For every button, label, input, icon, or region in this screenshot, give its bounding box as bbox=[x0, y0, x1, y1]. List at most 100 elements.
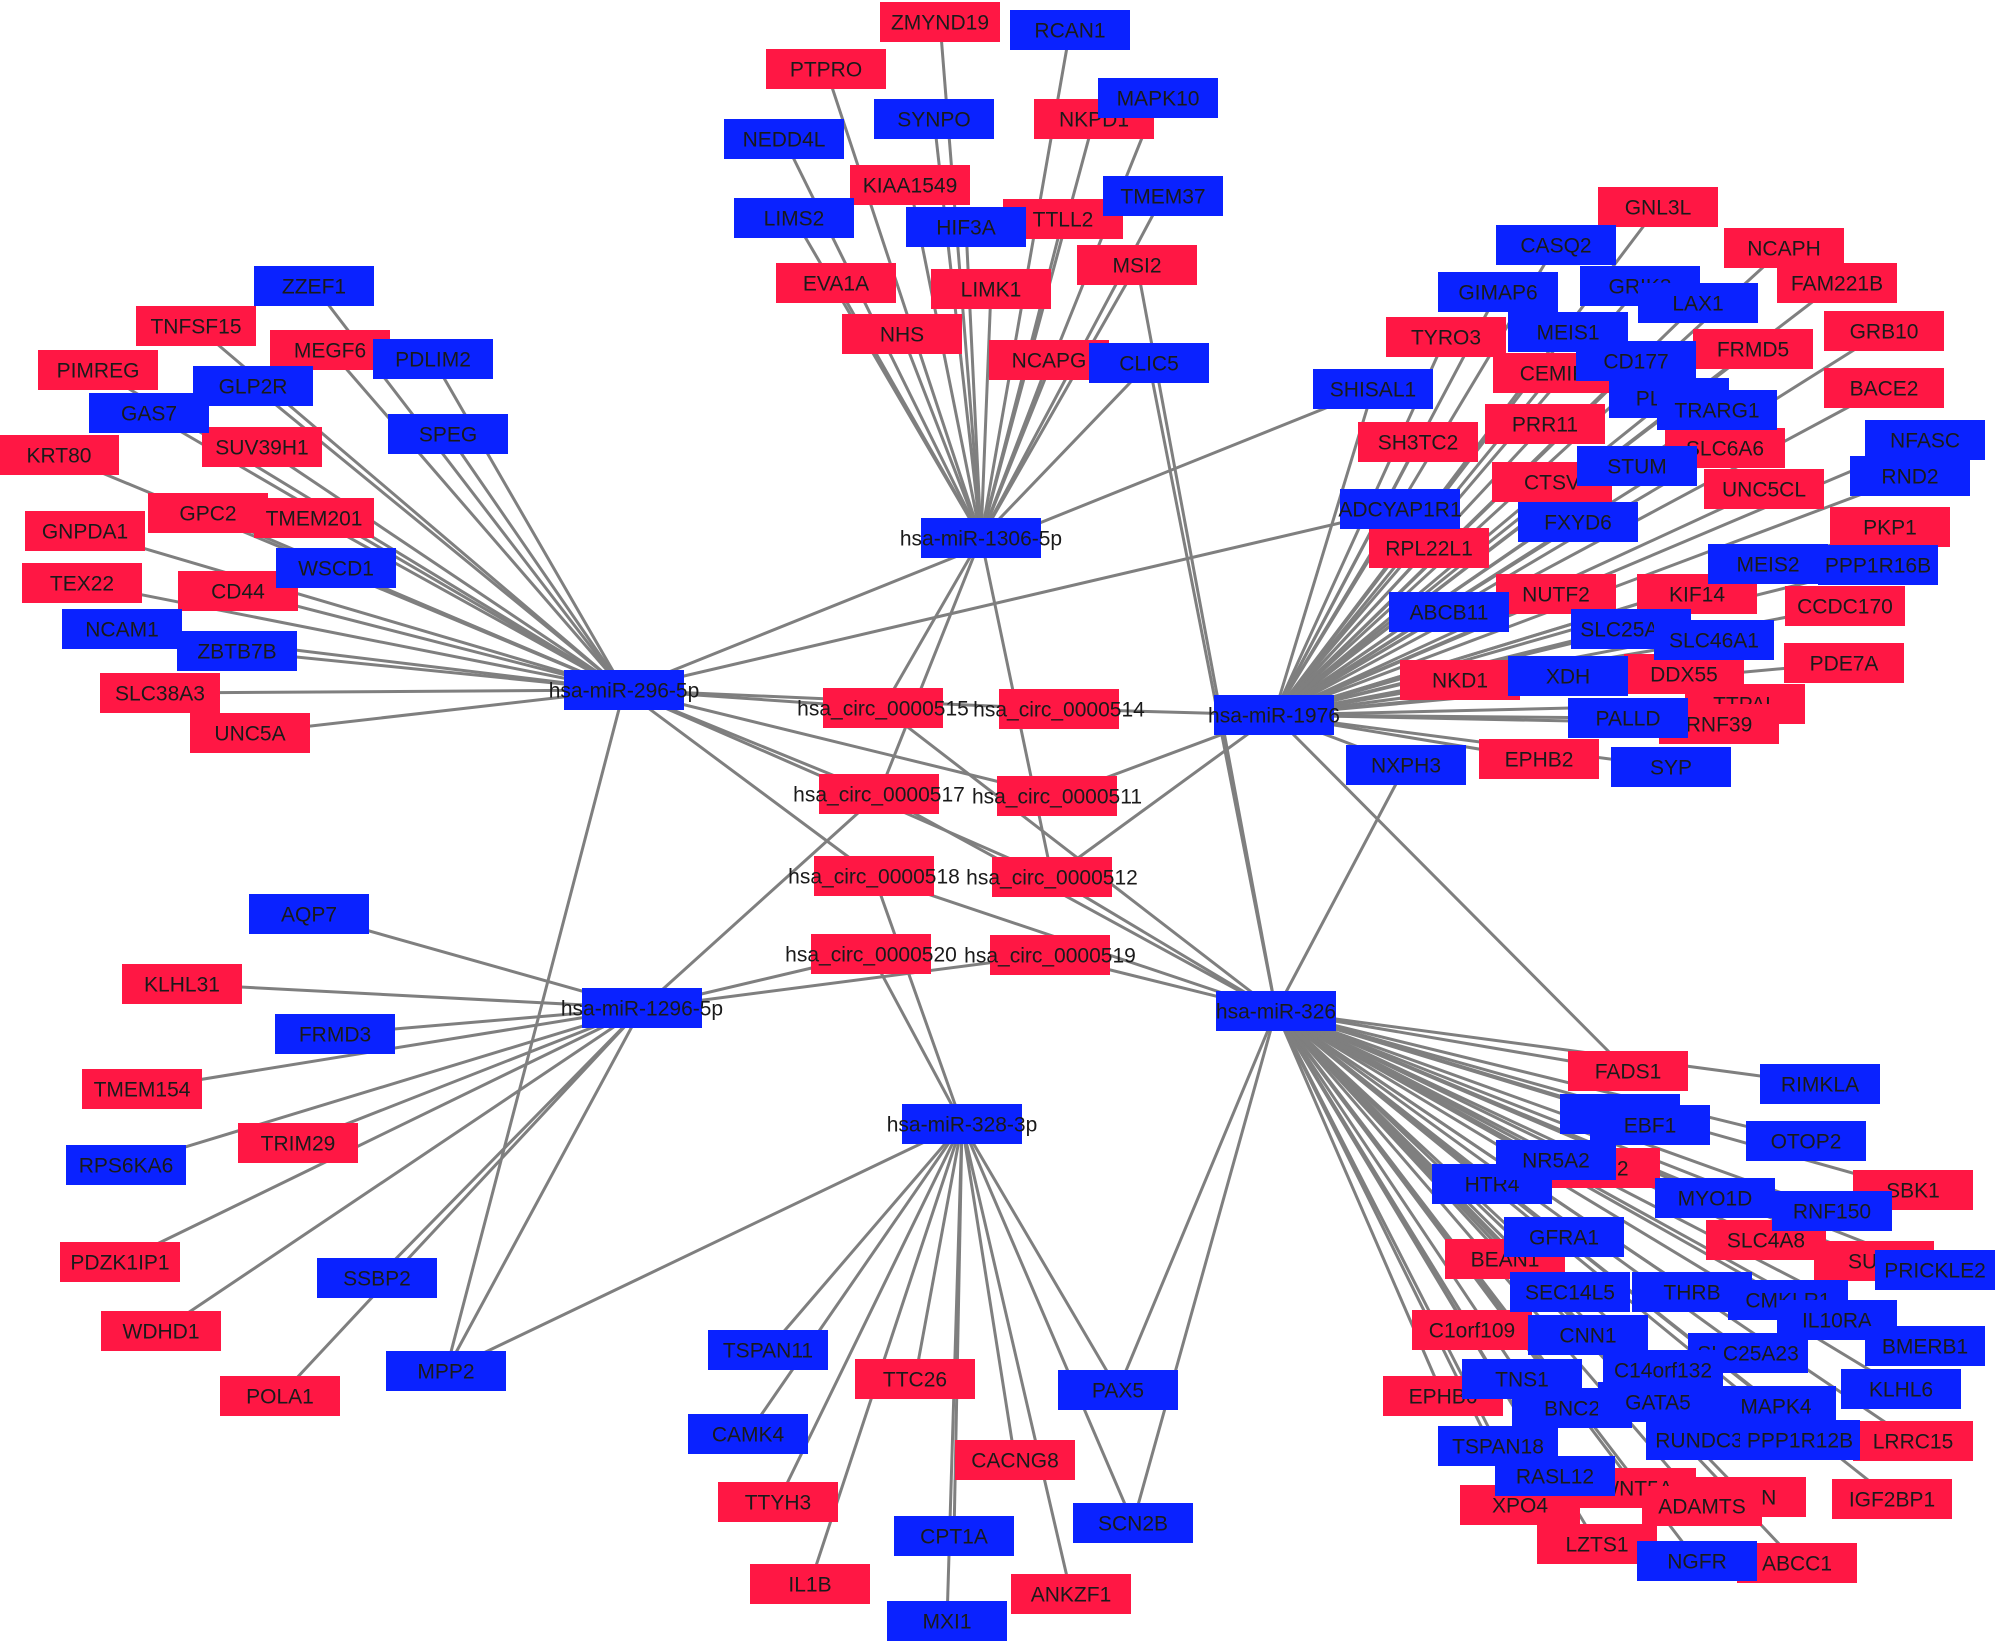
gene-node-nxph3-label: NXPH3 bbox=[1371, 755, 1441, 778]
gene-node-rnf150-box bbox=[1772, 1191, 1892, 1231]
gene-node-stum-box bbox=[1577, 446, 1697, 486]
gene-node-trim29-box bbox=[238, 1123, 358, 1163]
edge-c517-h1296 bbox=[640, 792, 881, 1010]
edge-mpp2-h1296 bbox=[444, 1007, 644, 1372]
gene-node-ccdc170-box bbox=[1785, 586, 1905, 626]
gene-node-eva1a-box bbox=[776, 263, 896, 303]
gene-node-tspan18-label: TSPAN18 bbox=[1452, 1436, 1544, 1459]
gene-node-frmd5-box bbox=[1693, 329, 1813, 369]
gene-node-xdh-box bbox=[1508, 656, 1628, 696]
gene-node-pdlim2: PDLIM2 bbox=[373, 339, 493, 379]
gene-node-limk1-box bbox=[931, 269, 1051, 309]
gene-node-megf6-box bbox=[270, 330, 390, 370]
gene-node-rimkla-box bbox=[1760, 1064, 1880, 1104]
gene-node-adcyap1r1-box bbox=[1340, 489, 1460, 529]
gene-node-gnl3l: GNL3L bbox=[1598, 187, 1718, 227]
gene-node-suv39h1: SUV39H1 bbox=[202, 427, 322, 467]
gene-node-ncam1: NCAM1 bbox=[62, 609, 182, 649]
gene-node-bmerb1-label: BMERB1 bbox=[1882, 1336, 1968, 1359]
gene-node-il10ra-label: IL10RA bbox=[1802, 1310, 1872, 1333]
gene-node-ttyh3-box bbox=[718, 1482, 838, 1522]
gene-node-gnpda1-box bbox=[25, 511, 145, 551]
gene-node-pkp1-label: PKP1 bbox=[1863, 517, 1917, 540]
gene-node-mxi1-label: MXI1 bbox=[922, 1611, 971, 1634]
circrna-node-c512-box bbox=[992, 857, 1112, 897]
gene-node-pde7a-label: PDE7A bbox=[1810, 653, 1879, 676]
circrna-node-c520-box bbox=[811, 934, 931, 974]
edge-scn2b-h326 bbox=[1131, 1010, 1278, 1524]
mirna-hub-h296: hsa-miR-296-5p bbox=[549, 670, 699, 710]
gene-node-speg-label: SPEG bbox=[419, 424, 477, 447]
gene-node-cd177-box bbox=[1576, 341, 1696, 381]
circrna-node-c512-label: hsa_circ_0000512 bbox=[966, 867, 1138, 890]
gene-node-ppp1r12b: PPP1R12B bbox=[1740, 1420, 1860, 1460]
gene-node-igf2bp1-label: IGF2BP1 bbox=[1849, 1489, 1935, 1512]
gene-node-fxyd6: FXYD6 bbox=[1518, 502, 1638, 542]
gene-node-c14orf132-label: C14orf132 bbox=[1614, 1360, 1712, 1383]
gene-node-ttyh3: TTYH3 bbox=[718, 1482, 838, 1522]
gene-node-nkd1-label: NKD1 bbox=[1432, 670, 1488, 693]
gene-node-prr11: PRR11 bbox=[1485, 404, 1605, 444]
gene-node-limk1-label: LIMK1 bbox=[961, 279, 1022, 302]
gene-node-bace2-label: BACE2 bbox=[1850, 378, 1919, 401]
edge-adcyap1r1-h296 bbox=[623, 507, 1401, 692]
edge-otop2-h326 bbox=[1275, 1009, 1807, 1143]
gene-node-otop2-label: OTOP2 bbox=[1771, 1131, 1842, 1154]
gene-node-pax5: PAX5 bbox=[1058, 1370, 1178, 1410]
mirna-hub-h1976-label: hsa-miR-1976 bbox=[1208, 705, 1340, 728]
edge-zbtb7b-h296 bbox=[236, 649, 625, 692]
gene-node-nhs-label: NHS bbox=[880, 324, 924, 347]
gene-node-pax5-box bbox=[1058, 1370, 1178, 1410]
gene-node-nxph3-box bbox=[1346, 745, 1466, 785]
gene-node-ngfr-box bbox=[1637, 1541, 1757, 1581]
edge-limk1-h1306 bbox=[979, 288, 993, 539]
gene-node-gnl3l-box bbox=[1598, 187, 1718, 227]
gene-node-ssbp2: SSBP2 bbox=[317, 1258, 437, 1298]
edge-fads1-h1976 bbox=[1272, 713, 1630, 1073]
gene-node-sh3tc2: SH3TC2 bbox=[1358, 422, 1478, 462]
gene-node-rasl12-box bbox=[1495, 1456, 1615, 1496]
gene-node-tnfsf15: TNFSF15 bbox=[136, 306, 256, 346]
gene-node-msi2: MSI2 bbox=[1077, 245, 1197, 285]
gene-node-tex22-box bbox=[22, 563, 142, 603]
gene-node-zzef1-box bbox=[254, 266, 374, 306]
gene-node-stum: STUM bbox=[1577, 446, 1697, 486]
circrna-node-c518-box bbox=[814, 856, 934, 896]
gene-node-pkp1: PKP1 bbox=[1830, 507, 1950, 547]
gene-node-mapk4-box bbox=[1716, 1386, 1836, 1426]
gene-node-ppp1r12b-box bbox=[1740, 1420, 1860, 1460]
gene-node-thrb-label: THRB bbox=[1663, 1282, 1720, 1305]
edge-mpp2-h328 bbox=[445, 1122, 963, 1373]
gene-node-prickle2: PRICKLE2 bbox=[1875, 1250, 1995, 1290]
gene-node-klhl31-box bbox=[122, 964, 242, 1004]
gene-node-nutf2-box bbox=[1496, 574, 1616, 614]
gene-node-pkp1-box bbox=[1830, 507, 1950, 547]
gene-node-krt80: KRT80 bbox=[0, 435, 119, 475]
gene-node-tns1-label: TNS1 bbox=[1495, 1369, 1549, 1392]
gene-node-ttll2-label: TTLL2 bbox=[1033, 209, 1094, 232]
edge-nxph3-h326 bbox=[1274, 764, 1408, 1012]
gene-node-clic5-box bbox=[1089, 343, 1209, 383]
gene-node-adcyap1r1: ADCYAP1R1 bbox=[1338, 489, 1462, 529]
circrna-node-c515: hsa_circ_0000515 bbox=[797, 688, 969, 728]
gene-node-zbtb7b-box bbox=[177, 631, 297, 671]
gene-node-klhl31-label: KLHL31 bbox=[144, 974, 220, 997]
gene-node-aqp7-label: AQP7 bbox=[281, 904, 337, 927]
gene-node-frmd3-label: FRMD3 bbox=[299, 1024, 371, 1047]
gene-node-meis2-box bbox=[1708, 544, 1828, 584]
gene-node-sec14l5-box bbox=[1510, 1272, 1630, 1312]
gene-node-ncapg-label: NCAPG bbox=[1012, 350, 1087, 373]
gene-node-tyro3: TYRO3 bbox=[1386, 317, 1506, 357]
gene-node-rps6ka6-label: RPS6KA6 bbox=[79, 1155, 174, 1178]
gene-node-eva1a-label: EVA1A bbox=[803, 273, 869, 296]
gene-node-ncaph: NCAPH bbox=[1724, 228, 1844, 268]
edge-unc5a-h296 bbox=[249, 688, 625, 735]
gene-node-camk4-label: CAMK4 bbox=[712, 1424, 785, 1447]
gene-node-fads1: FADS1 bbox=[1568, 1051, 1688, 1091]
gene-node-ppp1r12b-label: PPP1R12B bbox=[1747, 1430, 1853, 1453]
gene-node-wdhd1-label: WDHD1 bbox=[123, 1321, 200, 1344]
gene-node-gimap6-box bbox=[1438, 272, 1558, 312]
gene-node-limk1: LIMK1 bbox=[931, 269, 1051, 309]
edge-rimkla-h326 bbox=[1275, 1009, 1821, 1086]
gene-node-tmem201-box bbox=[254, 498, 374, 538]
